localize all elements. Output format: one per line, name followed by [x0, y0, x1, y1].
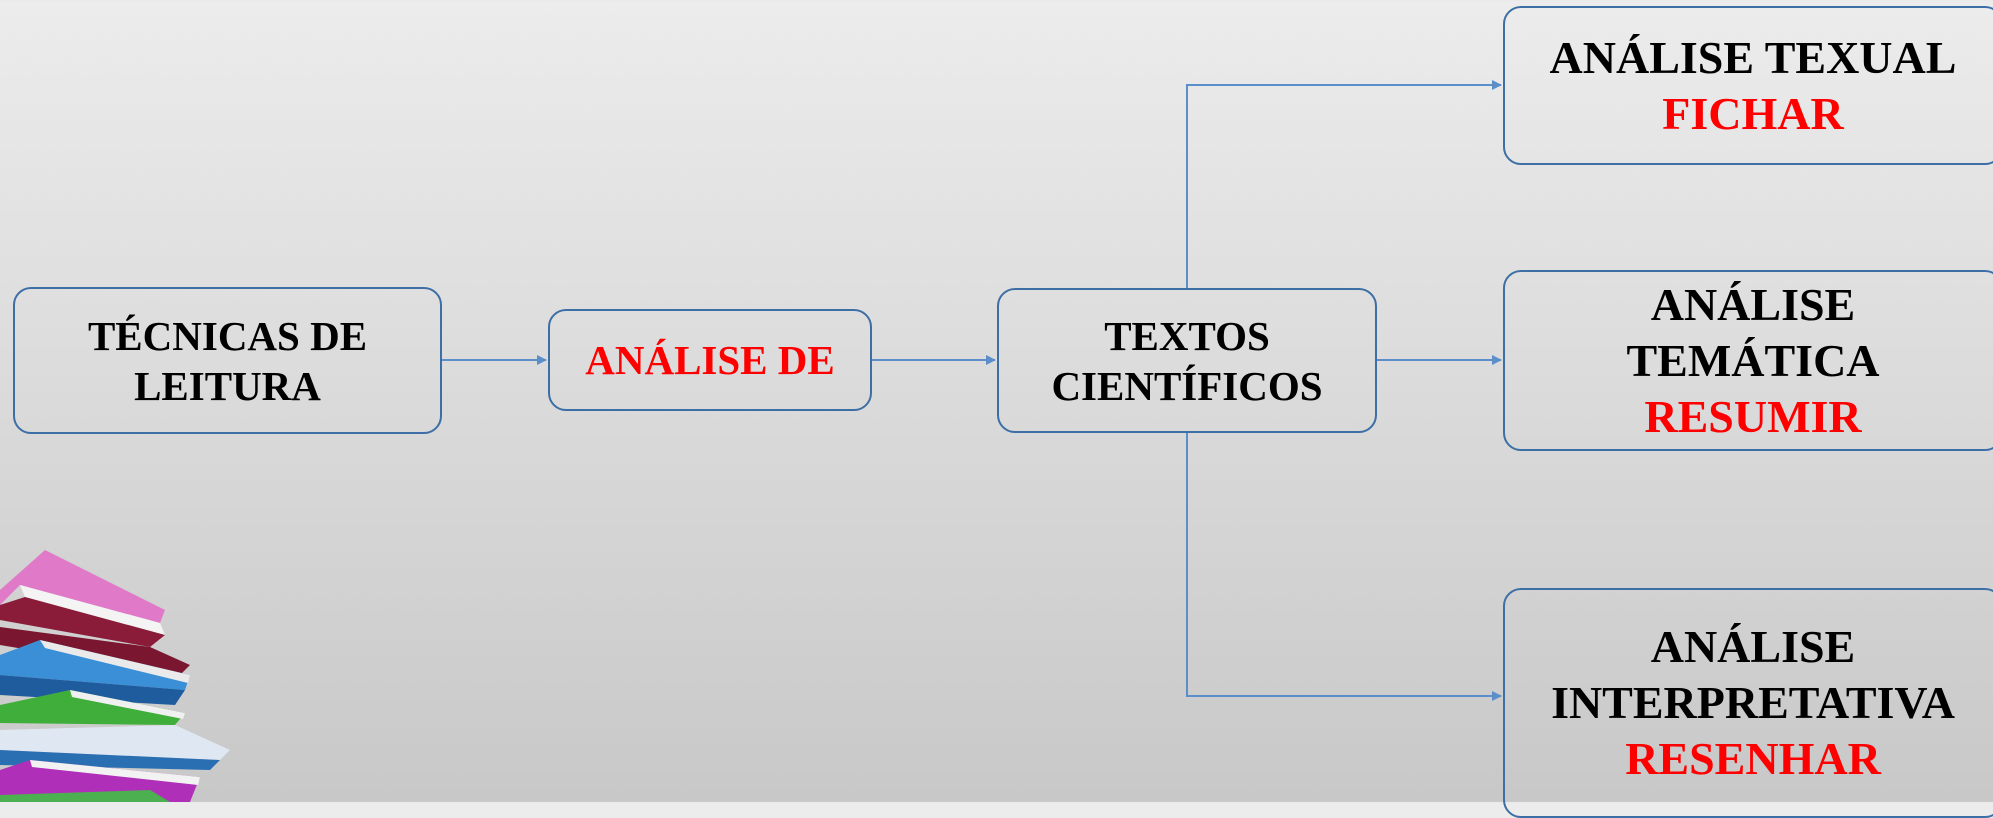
node-title-line: INTERPRETATIVA [1551, 677, 1955, 728]
node-label-line: ANÁLISE DE [585, 337, 835, 383]
node-analise-tematica: ANÁLISE TEMÁTICA RESUMIR [1503, 270, 1993, 451]
connector-hub-to-textual [1186, 80, 1502, 288]
node-action-label: FICHAR [1662, 87, 1844, 139]
node-action-label: RESUMIR [1644, 390, 1862, 442]
node-label-line: TÉCNICAS DE [87, 312, 368, 359]
node-title-line: TEMÁTICA [1626, 334, 1880, 386]
node-title-line: ANÁLISE [1650, 278, 1856, 330]
node-title-line: ANÁLISE [1650, 621, 1856, 672]
node-analise-textual: ANÁLISE TEXUAL FICHAR [1503, 6, 1993, 165]
node-title-line: ANÁLISE TEXUAL [1549, 31, 1957, 83]
connector-hub-to-interpretativa [1186, 433, 1502, 701]
node-analise-de: ANÁLISE DE [548, 309, 872, 411]
node-label-line: CIENTÍFICOS [1051, 362, 1323, 409]
node-tecnicas-de-leitura: TÉCNICAS DE LEITURA [13, 287, 442, 434]
node-analise-interpretativa: ANÁLISE INTERPRETATIVA RESENHAR [1503, 588, 1993, 818]
node-action-label: RESENHAR [1625, 733, 1881, 784]
node-label-line: LEITURA [134, 362, 321, 409]
node-label-line: TEXTOS [1104, 312, 1270, 359]
book-stack-icon [0, 550, 230, 802]
node-textos-cientificos: TEXTOS CIENTÍFICOS [997, 288, 1377, 433]
